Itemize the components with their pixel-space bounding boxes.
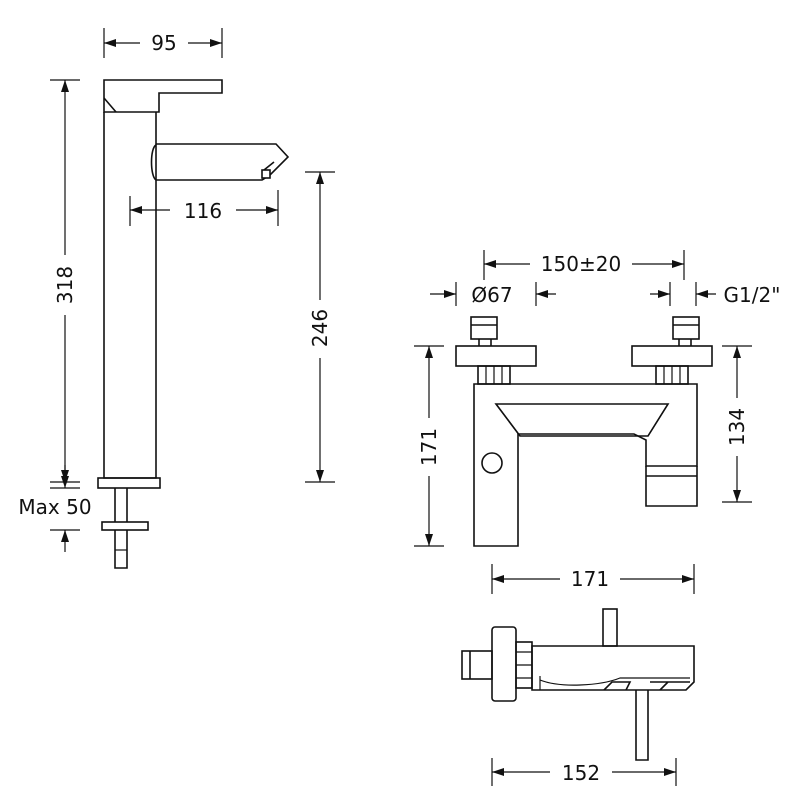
- label-171-horizontal: 171: [571, 567, 609, 591]
- label-g12: G1/2": [724, 283, 781, 307]
- label-diameter-67: Ø67: [471, 283, 512, 307]
- dimension-handle-diameter-67: Ø67: [430, 282, 556, 307]
- label-116: 116: [184, 199, 222, 223]
- label-max-50: Max 50: [18, 495, 91, 519]
- dimension-projection-152: 152: [491, 758, 677, 786]
- dimension-front-height-171: 171: [414, 345, 444, 547]
- dimension-width-95: 95: [103, 28, 223, 58]
- label-318: 318: [53, 266, 77, 304]
- dimension-height-318: 318: [50, 79, 80, 483]
- bath-mixer-front-view: [455, 316, 713, 547]
- label-150-20: 150±20: [541, 252, 621, 276]
- dimension-spout-height-134: 134: [722, 345, 752, 503]
- dimension-overall-length-171: 171: [491, 564, 695, 594]
- dimension-spout-height-246: 246: [305, 171, 335, 483]
- label-152: 152: [562, 761, 600, 785]
- bath-mixer-top-view: [461, 608, 695, 761]
- dimension-spout-reach-116: 116: [129, 190, 279, 226]
- dimension-centres-150: 150±20: [483, 250, 685, 280]
- label-95: 95: [151, 31, 176, 55]
- tall-basin-tap-side-view: [97, 79, 290, 569]
- dimension-max-50: Max 50: [18, 465, 92, 552]
- label-171-vertical: 171: [417, 428, 441, 466]
- label-246: 246: [308, 309, 332, 347]
- dimension-thread-g12: G1/2": [650, 282, 780, 307]
- label-134: 134: [725, 408, 749, 446]
